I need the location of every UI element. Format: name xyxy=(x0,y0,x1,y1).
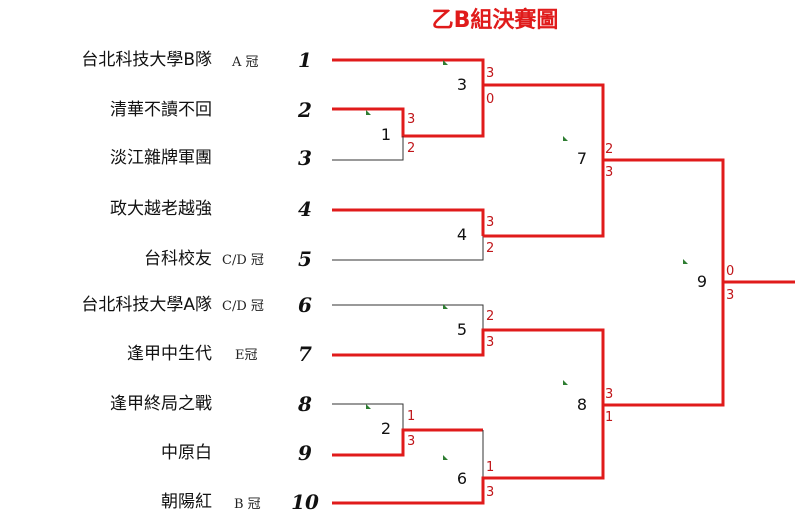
seed-number: 3 xyxy=(298,146,312,170)
team-note: B 冠 xyxy=(234,497,261,512)
match-score: 3 xyxy=(486,485,495,500)
bracket-connector xyxy=(332,403,404,430)
bracket-connector xyxy=(332,136,404,161)
corner-marker xyxy=(563,136,568,141)
match-score: 3 xyxy=(486,215,495,230)
team-name: 逢甲中生代 xyxy=(127,344,212,364)
bracket-connector xyxy=(332,428,483,457)
team-name: 台北科技大學A隊 xyxy=(81,295,212,315)
match-score: 2 xyxy=(486,309,495,324)
bracket-connector xyxy=(603,158,725,282)
seed-number: 6 xyxy=(298,293,312,317)
match-score: 3 xyxy=(486,335,495,350)
match-score: 3 xyxy=(407,112,416,127)
corner-marker xyxy=(443,304,448,309)
match-score: 1 xyxy=(605,410,614,425)
team-name: 政大越老越強 xyxy=(110,199,212,219)
team-note: C/D 冠 xyxy=(222,299,264,314)
seed-number: 7 xyxy=(298,342,312,366)
match-score: 2 xyxy=(407,141,416,156)
corner-marker xyxy=(563,380,568,385)
match-number: 7 xyxy=(576,149,588,168)
match-number: 3 xyxy=(456,75,468,94)
match-score: 0 xyxy=(726,264,735,279)
match-number: 6 xyxy=(456,469,468,488)
corner-marker xyxy=(366,404,371,409)
corner-marker xyxy=(683,259,688,264)
corner-marker xyxy=(443,455,448,460)
bracket-connector xyxy=(332,328,605,405)
team-name: 中原白 xyxy=(161,443,212,463)
match-number: 5 xyxy=(456,320,468,339)
match-number: 4 xyxy=(456,225,468,244)
seed-number: 2 xyxy=(298,98,312,122)
bracket-connector xyxy=(483,160,605,238)
match-score: 3 xyxy=(605,165,614,180)
match-score: 3 xyxy=(605,387,614,402)
bracket-connector xyxy=(603,282,725,407)
team-name: 台北科技大學B隊 xyxy=(81,50,212,70)
bracket-connector xyxy=(332,236,484,261)
seed-number: 8 xyxy=(298,392,312,416)
seed-number: 4 xyxy=(298,197,312,221)
bracket-connector xyxy=(332,304,484,330)
team-name: 朝陽紅 xyxy=(161,492,212,512)
match-score: 3 xyxy=(486,66,495,81)
team-note: A 冠 xyxy=(232,55,259,70)
bracket-connector xyxy=(332,405,605,505)
seed-number: 5 xyxy=(298,247,312,271)
match-number: 1 xyxy=(380,125,392,144)
match-score: 1 xyxy=(486,460,495,475)
match-score: 2 xyxy=(605,142,614,157)
team-name: 淡江雜牌軍團 xyxy=(110,148,212,168)
team-note: E冠 xyxy=(235,348,258,363)
team-name: 逢甲終局之戰 xyxy=(110,394,212,414)
bracket-connector xyxy=(332,58,605,160)
seed-number: 9 xyxy=(298,441,312,465)
match-number: 8 xyxy=(576,395,588,414)
diagram-title: 乙B組決賽圖 xyxy=(431,8,559,33)
match-score: 3 xyxy=(726,288,735,303)
match-score: 3 xyxy=(407,434,416,449)
seed-number: 1 xyxy=(298,48,312,72)
match-score: 2 xyxy=(486,241,495,256)
match-score: 1 xyxy=(407,409,416,424)
match-number: 9 xyxy=(696,272,708,291)
bracket-connector xyxy=(332,208,485,236)
team-name: 台科校友 xyxy=(144,249,212,269)
team-name: 清華不讀不回 xyxy=(110,100,212,120)
match-number: 2 xyxy=(380,419,392,438)
match-score: 0 xyxy=(486,92,495,107)
seed-number: 10 xyxy=(291,490,319,514)
corner-marker xyxy=(443,60,448,65)
corner-marker xyxy=(366,110,371,115)
team-note: C/D 冠 xyxy=(222,253,264,268)
